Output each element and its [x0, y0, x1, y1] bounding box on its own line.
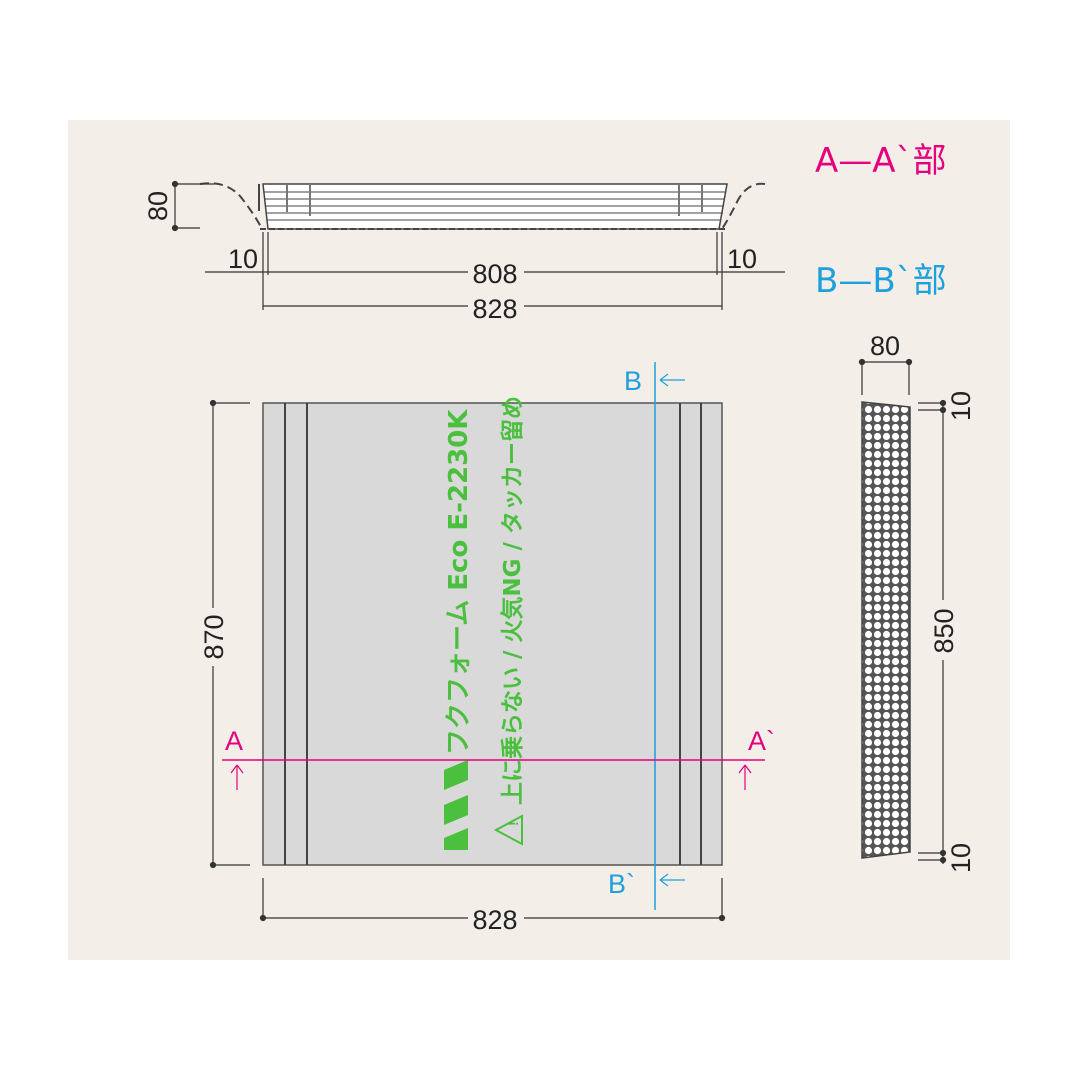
marker-b-prime: B`	[608, 869, 635, 899]
side-thickness-label: 80	[870, 331, 900, 361]
marker-a: A	[225, 726, 243, 756]
top-total-width-label: 828	[472, 294, 517, 324]
side-section-b	[861, 401, 911, 859]
side-length-label: 850	[929, 608, 959, 653]
section-line-b	[654, 362, 685, 910]
section-b-title: B—B`部	[815, 261, 947, 301]
right-margin-label: 10	[727, 244, 757, 274]
warning-text: 上に乗らない / 火気NG / タッカー留め	[499, 396, 526, 805]
marker-a-prime: A`	[748, 726, 775, 756]
product-name-text: フクフォーム Eco E-2230K	[444, 409, 474, 755]
top-height-label: 80	[143, 191, 173, 221]
left-margin-label: 10	[228, 244, 258, 274]
plan-height-label: 870	[199, 614, 229, 659]
section-a-title: A—A`部	[815, 141, 947, 181]
side-bottom-margin-label: 10	[946, 843, 976, 873]
svg-text:!: !	[505, 821, 521, 826]
side-top-margin-label: 10	[946, 391, 976, 421]
marker-b: B	[624, 366, 642, 396]
panel-logo	[444, 760, 468, 850]
cross-section-a	[199, 182, 766, 230]
section-line-a	[222, 759, 765, 790]
inner-width-label: 808	[472, 259, 517, 289]
panel-plan-view	[262, 402, 723, 866]
warning-icon: !	[493, 814, 523, 846]
plan-width-label: 828	[472, 905, 517, 935]
